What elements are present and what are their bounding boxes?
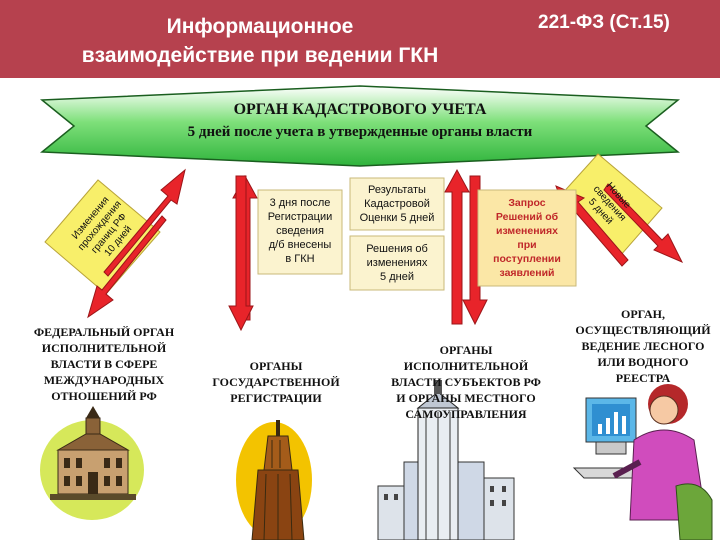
left-diamond-box [44, 179, 161, 295]
registration-line-2: Регистрации [267, 211, 333, 223]
page-title: Информационное взаимодействие при ведени… [60, 12, 460, 70]
federal-building-icon [40, 406, 144, 520]
registration-organ-line-3: РЕГИСТРАЦИИ [230, 391, 322, 405]
registration-line-4: д/б внесены [268, 239, 332, 251]
law-reference: 221-ФЗ (Ст.15) [538, 12, 670, 33]
registration-organ-line-2: ГОСУДАРСТВЕННОЙ [212, 375, 340, 389]
valuation-box [349, 177, 445, 231]
registration-line-1: 3 дня после [269, 197, 331, 209]
regional-line-3: ВЛАСТИ СУБЪЕКТОВ РФ [391, 375, 541, 389]
title-line-1: Информационное [166, 15, 354, 38]
arrow-federal-down [87, 215, 167, 319]
skyscraper-icon [236, 420, 312, 540]
request-line-2: Решений об [495, 211, 559, 223]
request-line-4: при [517, 239, 537, 251]
request-line-3: изменениях [496, 225, 558, 237]
title-line-2: взаимодействие при ведении ГКН [81, 44, 439, 67]
arrow-forest-down [603, 183, 684, 263]
valuation-line-2: Кадастровой [364, 198, 430, 210]
federal-line-3: ВЛАСТИ В СФЕРЕ [50, 357, 158, 371]
forest-line-1: ОРГАН, [621, 307, 665, 321]
federal-line-5: ОТНОШЕНИЙ РФ [51, 389, 157, 403]
request-box-text: Запрос Решений об изменениях при поступл… [478, 196, 576, 280]
registration-line-5: в ГКН [285, 253, 315, 265]
valuation-line-1: Результаты [368, 184, 426, 196]
registration-line-3: сведения [276, 225, 324, 237]
valuation-line-3: Оценки 5 дней [359, 212, 435, 224]
request-line-5: поступлении [493, 253, 561, 265]
regional-line-2: ИСПОЛНИТЕЛЬНОЙ [403, 359, 529, 373]
arrow-regional-up [444, 168, 470, 325]
request-line-6: заявлений [499, 267, 555, 279]
forest-line-5: РЕЕСТРА [615, 371, 671, 385]
arrow-federal-up [103, 168, 186, 277]
federal-line-4: МЕЖДУНАРОДНЫХ [43, 373, 165, 387]
registration-organ-label: ОРГАНЫ ГОСУДАРСТВЕННОЙ РЕГИСТРАЦИИ [196, 358, 356, 406]
banner-title: ОРГАН КАДАСТРОВОГО УЧЕТА [233, 101, 487, 118]
header-bar [0, 0, 720, 78]
registration-organ-line-1: ОРГАНЫ [249, 359, 303, 373]
request-line-1: Запрос [508, 197, 546, 209]
federal-line-1: ФЕДЕРАЛЬНЫЙ ОРГАН [33, 325, 175, 339]
arrow-registration-down [228, 175, 254, 332]
decisions-line-1: Решения об [366, 243, 428, 255]
banner-subtitle: 5 дней после учета в утвержденные органы… [187, 124, 533, 140]
regional-line-1: ОРГАНЫ [439, 343, 493, 357]
city-buildings-icon [377, 380, 515, 540]
regional-line-4: И ОРГАНЫ МЕСТНОГО [396, 391, 536, 405]
forest-line-2: ОСУЩЕСТВЛЯЮЩИЙ [575, 323, 711, 337]
registration-box [257, 189, 343, 275]
decisions-box-text: Решения об изменениях 5 дней [350, 242, 444, 284]
decisions-line-2: изменениях [366, 257, 428, 269]
woman-at-computer-icon [572, 384, 713, 540]
registration-box-text: 3 дня после Регистрации сведения д/б вне… [258, 196, 342, 266]
federal-organ-label: ФЕДЕРАЛЬНЫЙ ОРГАН ИСПОЛНИТЕЛЬНОЙ ВЛАСТИ … [14, 324, 194, 404]
forest-organ-label: ОРГАН, ОСУЩЕСТВЛЯЮЩИЙ ВЕДЕНИЕ ЛЕСНОГО ИЛ… [568, 306, 718, 386]
decisions-line-3: 5 дней [380, 271, 414, 283]
regional-line-5: САМОУПРАВЛЕНИЯ [405, 407, 527, 421]
federal-line-2: ИСПОЛНИТЕЛЬНОЙ [41, 341, 167, 355]
regional-organ-label: ОРГАНЫ ИСПОЛНИТЕЛЬНОЙ ВЛАСТИ СУБЪЕКТОВ Р… [368, 342, 564, 422]
cadastral-organ-banner [39, 85, 681, 167]
valuation-box-text: Результаты Кадастровой Оценки 5 дней [350, 183, 444, 225]
request-box [477, 189, 577, 287]
decisions-box [349, 235, 445, 291]
forest-line-4: ИЛИ ВОДНОГО [597, 355, 689, 369]
forest-line-3: ВЕДЕНИЕ ЛЕСНОГО [581, 339, 705, 353]
